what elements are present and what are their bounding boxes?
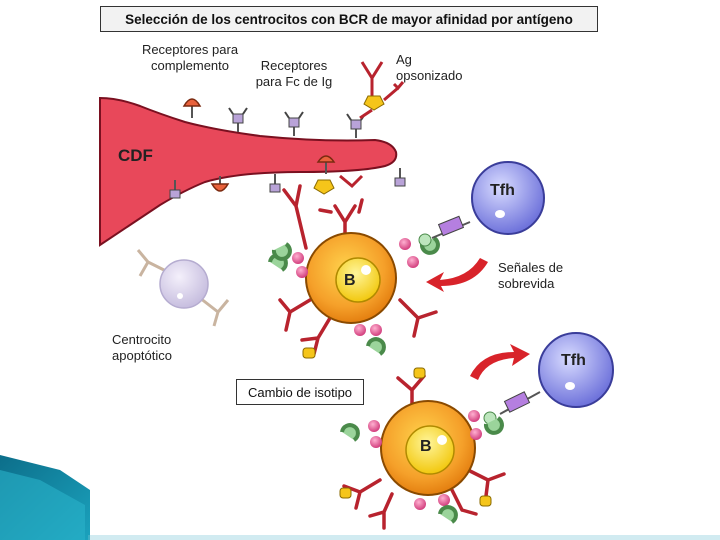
apoptotic-centrocyte: [136, 249, 230, 327]
ag-line2: opsonizado: [396, 68, 463, 83]
complement-receptor: [182, 98, 202, 118]
fc-receptor: [284, 111, 304, 136]
complement-receptors-line1: Receptores para: [141, 42, 239, 57]
opsonized-antigen: [359, 61, 405, 120]
tfh-bottom-label: Tfh: [561, 352, 586, 369]
fc-receptor: [228, 107, 248, 132]
fc-receptors-line1: Receptores: [260, 58, 328, 73]
diagram-title-text: Selección de los centrocitos con BCR de …: [125, 11, 573, 27]
fc-receptors-label: Receptores para Fc de Ig: [244, 58, 344, 90]
synapse-bottom: [483, 391, 541, 425]
survival-line2: sobrevida: [498, 276, 555, 291]
isotype-switch-box: Cambio de isotipo: [236, 379, 364, 405]
fc-receptor: [269, 174, 281, 193]
fc-receptor: [394, 168, 406, 187]
complement-receptors-line2: complemento: [150, 58, 230, 73]
tfh-cell-bottom: [538, 332, 614, 408]
cdf-cell: [99, 96, 398, 247]
isotype-switch-label: Cambio de isotipo: [247, 384, 353, 400]
complement-receptor: [316, 155, 336, 174]
complement-receptors-label: Receptores para complemento: [130, 42, 250, 74]
apoptotic-centrocyte-label: Centrocito apoptótico: [112, 332, 222, 364]
tfh-top-label: Tfh: [490, 182, 515, 199]
apoptotic-line1: Centrocito: [112, 332, 172, 347]
fc-receptors-line2: para Fc de Ig: [255, 74, 333, 89]
b-cell-bottom-label: B: [420, 438, 432, 455]
opsonized-antigen: [313, 174, 364, 195]
tfh-cell-top: [471, 161, 545, 235]
b-cell-bottom: [339, 367, 506, 530]
survival-arrow-top: [426, 258, 488, 292]
diagram-title: Selección de los centrocitos con BCR de …: [100, 6, 598, 32]
fc-receptor: [169, 180, 181, 199]
complement-receptor: [210, 176, 230, 192]
synapse-top: [418, 215, 471, 247]
survival-signals-label: Señales de sobrevida: [498, 260, 598, 292]
survival-arrow-bottom: [470, 344, 530, 380]
apoptotic-line2: apoptótico: [112, 348, 172, 363]
corner-decoration: [0, 455, 720, 540]
ag-line1: Ag: [396, 52, 412, 67]
b-cell-top: [268, 184, 440, 359]
opsonized-ag-label: Ag opsonizado: [396, 52, 486, 84]
cdf-label: CDF: [118, 146, 153, 165]
b-cell-top-label: B: [344, 272, 356, 289]
survival-line1: Señales de: [498, 260, 564, 275]
